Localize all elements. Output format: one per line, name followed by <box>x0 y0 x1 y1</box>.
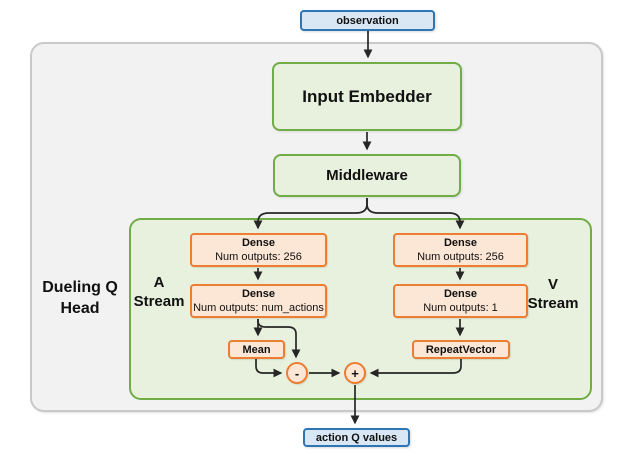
observation-node: observation <box>300 10 435 31</box>
a-dense2-subtitle: Num outputs: num_actions <box>193 302 324 314</box>
v-dense1-node: Dense Num outputs: 256 <box>393 233 528 267</box>
a-dense2-title: Dense <box>241 288 276 300</box>
a-dense2-node: Dense Num outputs: num_actions <box>190 284 327 318</box>
subtract-symbol: - <box>294 365 300 381</box>
mean-node: Mean <box>228 340 285 359</box>
v-dense1-subtitle: Num outputs: 256 <box>417 251 504 263</box>
v-dense2-node: Dense Num outputs: 1 <box>393 284 528 318</box>
a-dense1-subtitle: Num outputs: 256 <box>215 251 302 263</box>
action-q-values-node: action Q values <box>303 428 410 447</box>
v-stream-label-line2: Stream <box>527 295 579 312</box>
a-stream-label-line2: Stream <box>133 293 185 310</box>
v-stream-label: V Stream <box>519 275 587 313</box>
a-dense1-title: Dense <box>241 237 276 249</box>
repeat-vector-label: RepeatVector <box>425 343 497 356</box>
middleware-node: Middleware <box>273 154 461 197</box>
v-dense1-title: Dense <box>443 237 478 249</box>
add-symbol: + <box>351 365 359 381</box>
dueling-q-head-label-line1: Dueling Q <box>42 279 118 296</box>
a-dense1-node: Dense Num outputs: 256 <box>190 233 327 267</box>
dueling-q-head-label-line2: Head <box>60 300 100 317</box>
input-embedder-label: Input Embedder <box>302 86 432 106</box>
observation-label: observation <box>336 14 399 27</box>
v-stream-label-line1: V <box>547 276 558 293</box>
input-embedder-node: Input Embedder <box>272 62 462 131</box>
add-node: + <box>344 362 366 384</box>
v-dense2-subtitle: Num outputs: 1 <box>423 302 498 314</box>
repeat-vector-node: RepeatVector <box>412 340 510 359</box>
a-stream-label-line1: A <box>153 274 165 291</box>
subtract-node: - <box>286 362 308 384</box>
dueling-q-head-label: Dueling Q Head <box>30 277 130 319</box>
action-q-values-label: action Q values <box>315 431 398 444</box>
a-stream-label: A Stream <box>130 273 188 311</box>
v-dense2-title: Dense <box>443 288 478 300</box>
mean-label: Mean <box>242 343 271 356</box>
middleware-label: Middleware <box>326 167 408 184</box>
